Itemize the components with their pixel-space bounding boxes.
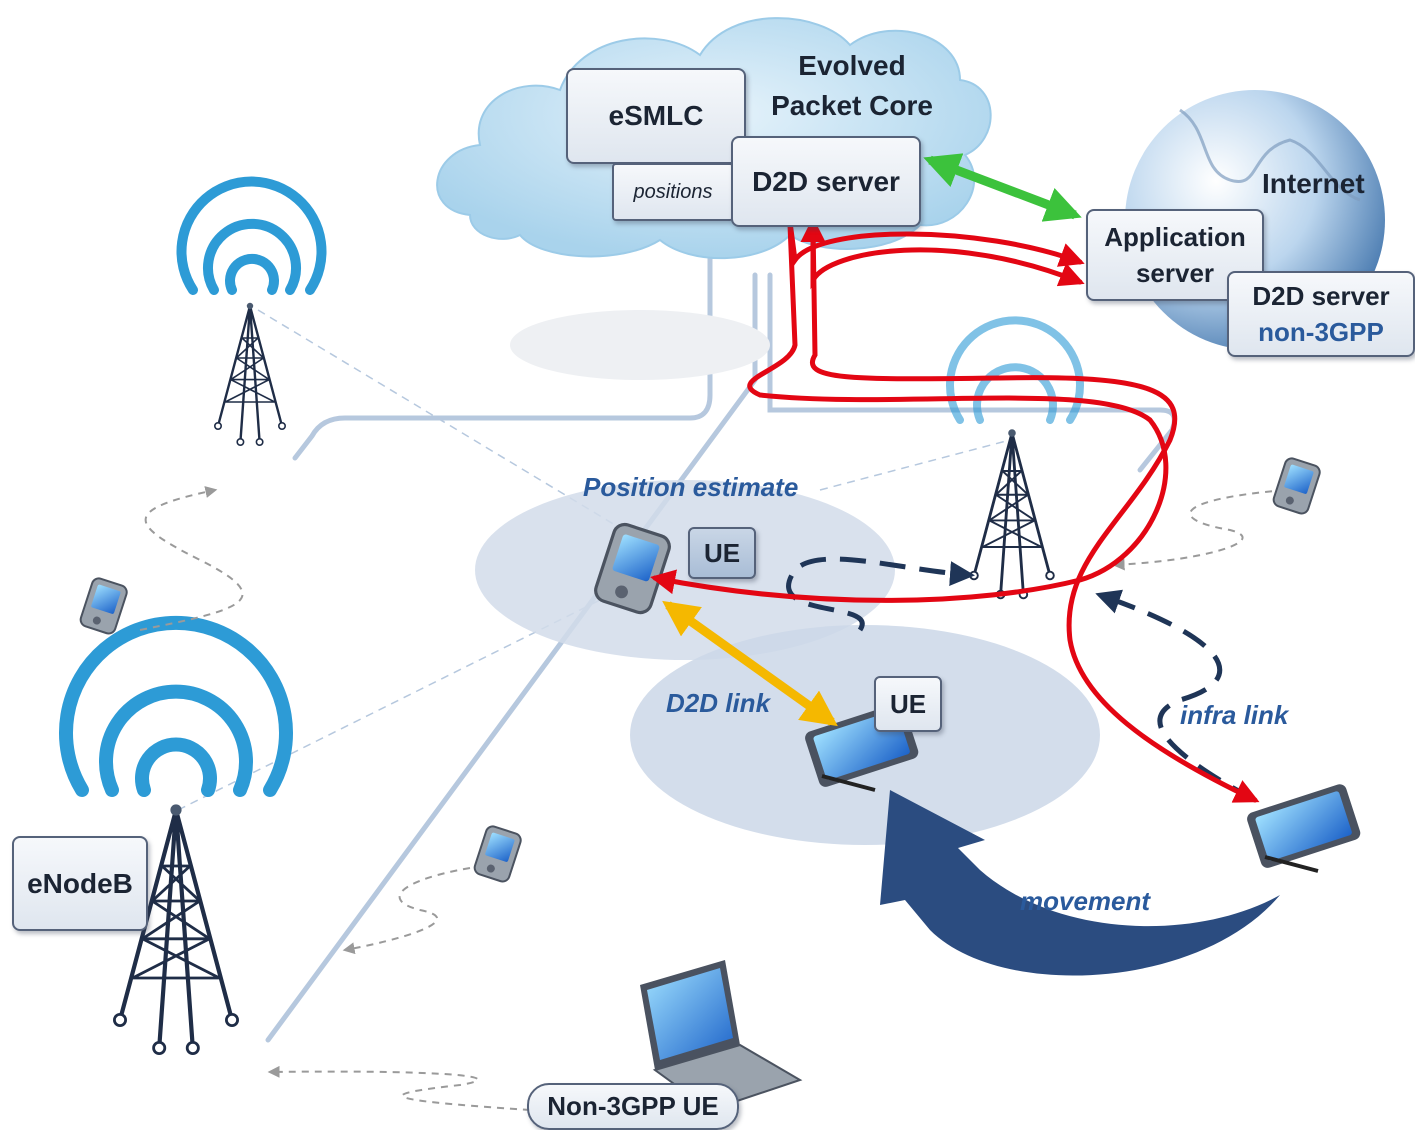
application-server-line1: Application [1104,222,1246,252]
esmlc-box: eSMLC [566,68,746,164]
d2d-server-non3gpp-line2: non-3GPP [1258,317,1384,347]
internet-label: Internet [1262,168,1365,199]
device-movement-paths [139,486,1286,1111]
application-server-line2: server [1135,258,1215,288]
application-server-box: Application server [1086,209,1264,301]
infra-link-arrows [786,556,1257,803]
internet-link-arrow [923,153,1082,222]
enodeb-label: eNodeB [27,867,133,899]
cloud-label: Evolved Packet Core [752,46,952,126]
tower-top-left [213,301,287,447]
stylus-center [821,774,876,792]
non3gpp-ue-label: Non-3GPP UE [547,1091,719,1121]
tower-right [968,427,1056,600]
cloud-label-line1: Evolved [798,50,906,81]
esmlc-label: eSMLC [608,100,704,131]
cloud-label-line2: Packet Core [771,90,933,121]
d2d-link-arrow [662,600,838,727]
non3gpp-ue-box: Non-3GPP UE [527,1083,739,1130]
ue-top-label: UE [703,537,741,568]
d2d-server-3gpp-box: D2D server [731,136,921,227]
positions-box: positions [612,163,734,221]
enodeb-box: eNodeB [12,836,148,931]
signaling-paths [650,217,1260,803]
pda-bottom [471,823,524,885]
position-estimate-label: Position estimate [583,472,799,502]
ue-bottom-box: UE [874,676,942,732]
ue-top-box: UE [688,527,756,579]
pda-top-right [1270,455,1323,517]
infra-link-label: infra link [1180,700,1289,730]
d2d-server-non3gpp-line1: D2D server [1252,281,1390,311]
tower-signal-waves [59,176,1084,797]
tablet-right [1247,784,1361,868]
movement-arrow [880,790,1280,976]
d2d-link-label: D2D link [666,688,771,718]
movement-label: movement [1020,886,1151,916]
ue-bottom-label: UE [889,688,927,719]
pda-left [77,575,130,637]
positions-label: positions [633,180,713,203]
d2d-server-non3gpp-box: D2D server non-3GPP [1227,271,1415,357]
d2d-server-3gpp-label: D2D server [752,165,900,197]
stylus-right [1264,855,1319,873]
